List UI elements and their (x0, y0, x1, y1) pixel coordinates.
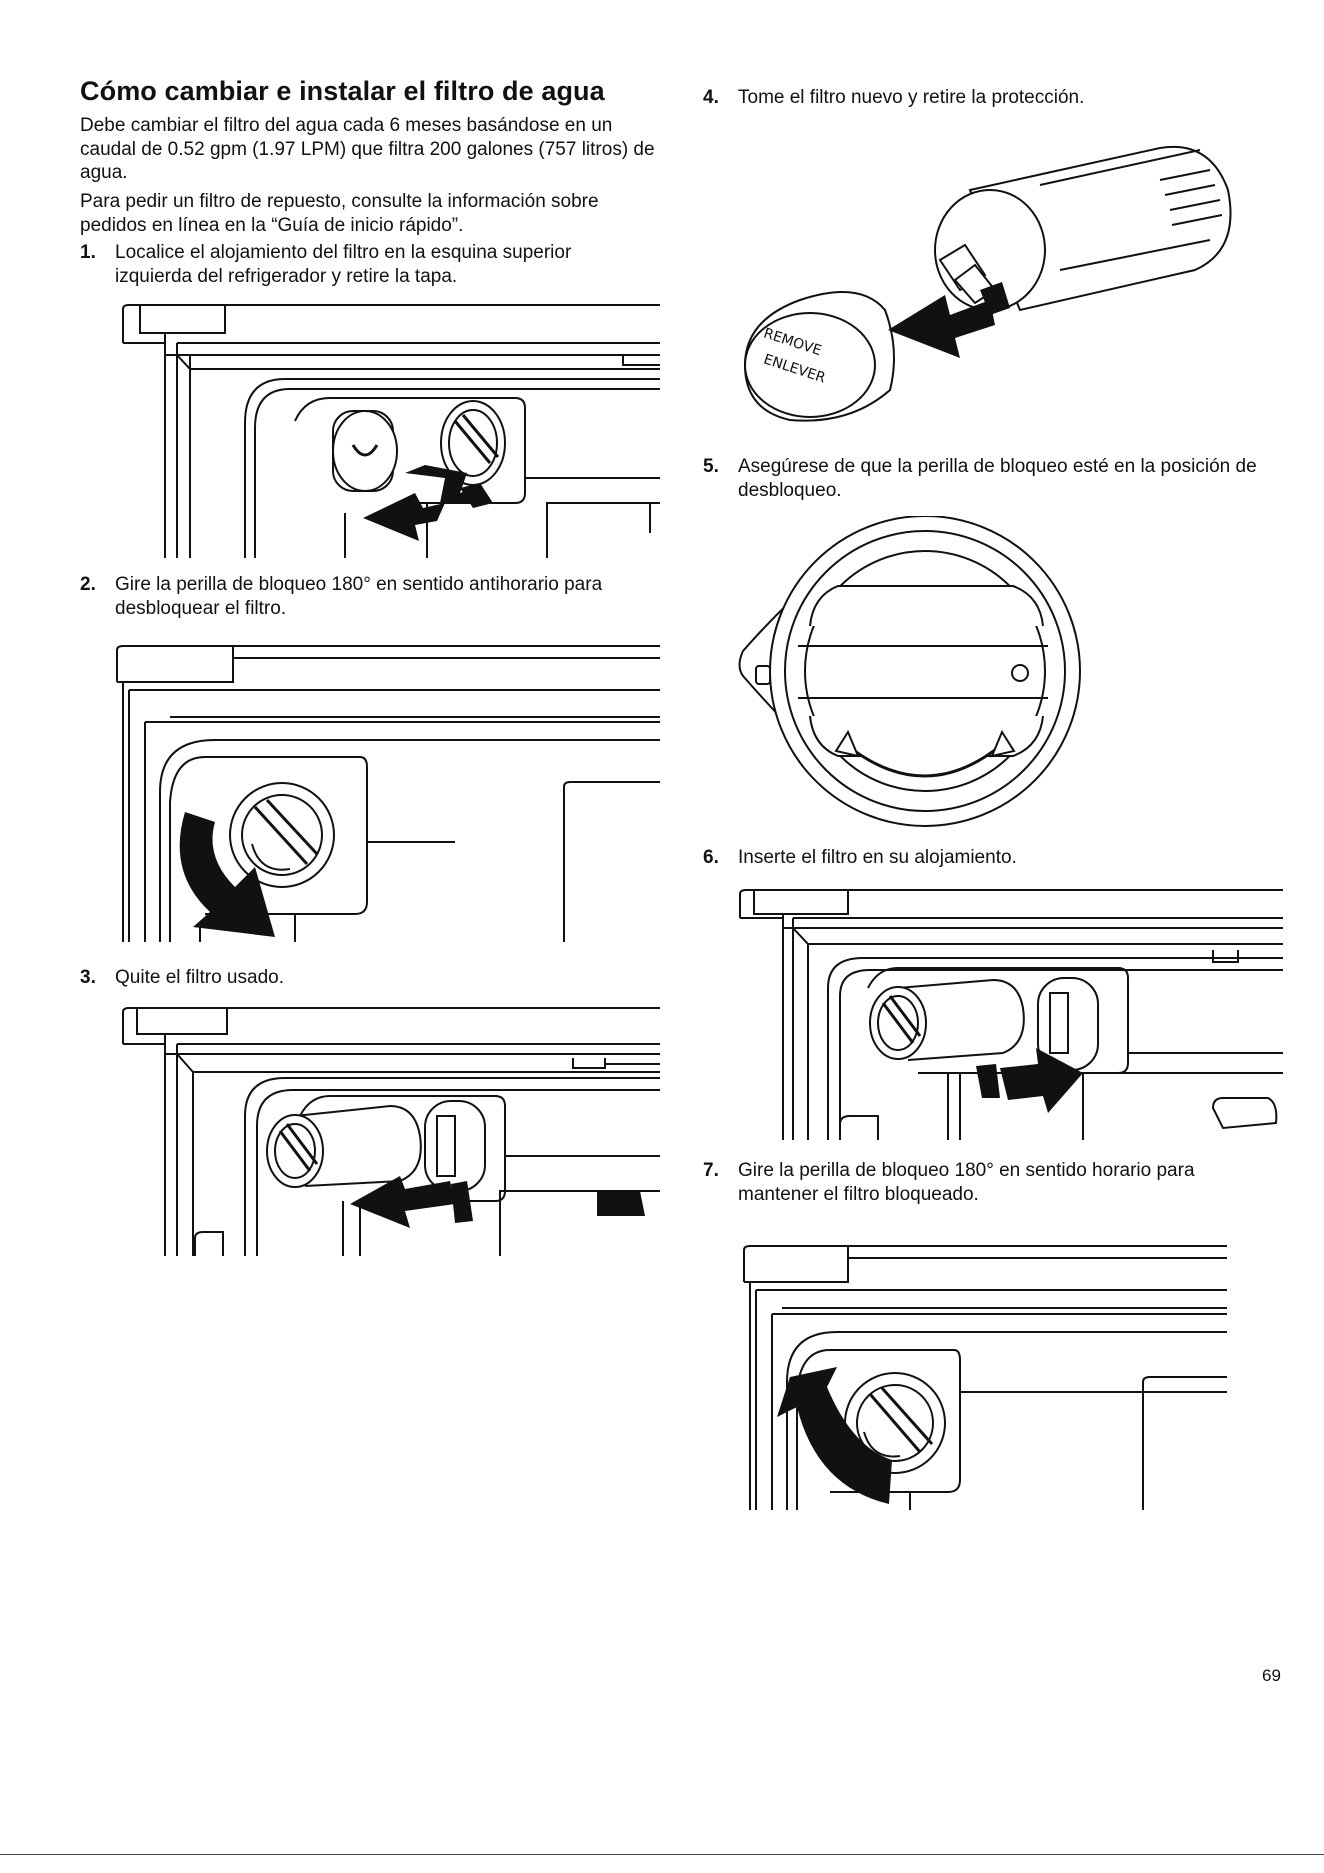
intro-paragraph-2: Para pedir un filtro de repuesto, consul… (80, 191, 599, 236)
knob-counterclockwise-illustration (116, 645, 660, 942)
fridge-corner-cover-illustration (122, 304, 660, 558)
remove-old-filter-illustration (122, 1007, 660, 1256)
figure-step-4: REMOVE ENLEVER (740, 140, 1240, 430)
step-number: 6. (703, 847, 719, 868)
step-text: Quite el filtro usado. (115, 967, 284, 988)
step-text: Asegúrese de que la perilla de bloqueo e… (738, 456, 1257, 501)
figure-step-3 (115, 1006, 660, 1256)
intro-paragraph-1: Debe cambiar el filtro del agua cada 6 m… (80, 115, 655, 183)
step-text: Tome el filtro nuevo y retire la protecc… (738, 87, 1085, 108)
step-text: Gire la perilla de bloqueo 180° en senti… (115, 574, 603, 619)
page-number: 69 (1262, 1666, 1281, 1685)
figure-step-5 (738, 516, 1088, 828)
new-filter-protection-illustration: REMOVE ENLEVER (743, 145, 1232, 422)
step-number: 5. (703, 456, 719, 477)
step-number: 7. (703, 1160, 719, 1181)
figure-step-6 (738, 888, 1283, 1140)
step-number: 2. (80, 574, 96, 595)
step-text: Inserte el filtro en su alojamiento. (738, 847, 1017, 868)
knob-clockwise-illustration (743, 1245, 1227, 1510)
step-text: Gire la perilla de bloqueo 180° en senti… (738, 1160, 1195, 1205)
figure-step-1 (115, 303, 660, 558)
bottom-rule (0, 1854, 1324, 1873)
figure-step-7 (742, 1242, 1227, 1510)
step-number: 3. (80, 967, 96, 988)
page-title: Cómo cambiar e instalar el filtro de agu… (80, 76, 605, 106)
knob-unlock-position-illustration (738, 516, 1081, 827)
step-number: 1. (80, 242, 96, 263)
figure-step-2 (115, 642, 660, 942)
step-number: 4. (703, 87, 719, 108)
step-text: Localice el alojamiento del filtro en la… (115, 242, 572, 287)
insert-filter-illustration (739, 889, 1283, 1140)
